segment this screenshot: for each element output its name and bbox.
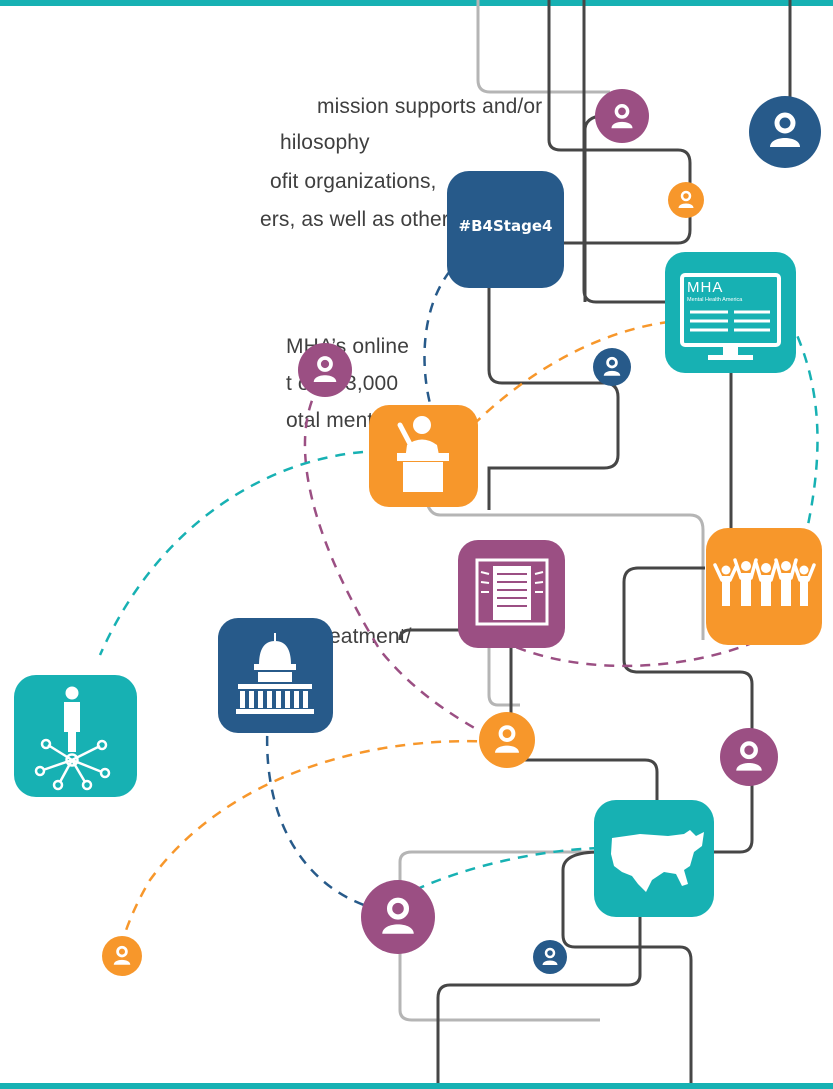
hashtag-tile bbox=[447, 171, 564, 288]
text-line-1: mission supports and/or bbox=[317, 95, 543, 118]
crowd-tile bbox=[706, 528, 822, 645]
top-accent-rule bbox=[0, 0, 833, 6]
dashed-orange-arc-2 bbox=[118, 739, 496, 951]
dashed-navy-arc-2 bbox=[265, 699, 381, 912]
person-node-purple-4 bbox=[361, 880, 435, 954]
podium-speaker-tile bbox=[369, 405, 478, 507]
person-node-orange-1 bbox=[668, 182, 704, 218]
person-node-orange-2 bbox=[479, 712, 535, 768]
person-node-navy-2 bbox=[593, 348, 631, 386]
usa-map-tile bbox=[594, 800, 714, 917]
hashtag-label: #B4Stage4 bbox=[458, 217, 553, 235]
person-node-purple-1 bbox=[595, 89, 649, 143]
network-person-tile bbox=[14, 675, 137, 797]
capitol-tile bbox=[218, 618, 333, 733]
person-node-purple-2 bbox=[298, 343, 352, 397]
text-line-4: ers, as well as other bbox=[260, 208, 449, 231]
text-line-8: treatment/ bbox=[316, 625, 412, 648]
book-tile bbox=[458, 540, 565, 648]
monitor-tile bbox=[665, 252, 796, 373]
person-node-purple-3 bbox=[720, 728, 778, 786]
mha-logo: MHA bbox=[687, 279, 724, 296]
person-node-navy-1 bbox=[749, 96, 821, 168]
person-node-navy-3 bbox=[533, 940, 567, 974]
person-node-orange-3 bbox=[102, 936, 142, 976]
dashed-orange-arc-1 bbox=[472, 320, 669, 426]
dashed-navy-arc-1 bbox=[423, 257, 463, 421]
text-line-2: hilosophy bbox=[280, 131, 370, 154]
text-line-7: otal mental bbox=[286, 409, 390, 432]
bottom-accent-rule bbox=[0, 1083, 833, 1089]
dashed-purple-arc bbox=[303, 369, 496, 742]
text-line-3: ofit organizations, bbox=[270, 170, 437, 193]
dashed-teal-arc-1 bbox=[98, 450, 364, 656]
mha-logo-subtitle: Mental Health America bbox=[687, 297, 743, 303]
dashed-teal-arc-3 bbox=[414, 846, 601, 892]
